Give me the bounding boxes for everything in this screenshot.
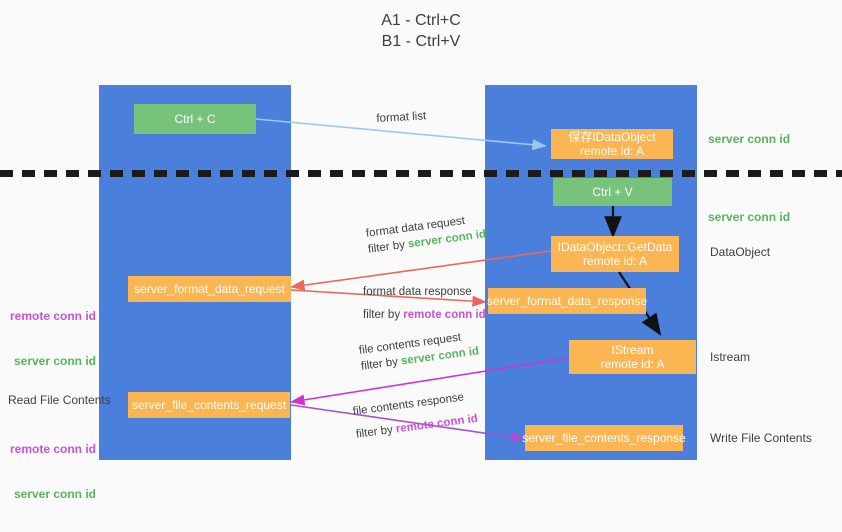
arrow-file-contents-request: [290, 357, 569, 406]
filter-prefix: filter by: [367, 238, 409, 256]
arrow-format-data-response: [290, 289, 487, 307]
box-ctrl-v[interactable]: Ctrl + V: [553, 178, 672, 206]
left-label-server-conn-id-bottom: server conn id: [13, 487, 96, 501]
filter-key-remote-conn-id: remote conn id: [403, 309, 486, 321]
right-label-server-conn-id-top: server conn id: [708, 132, 791, 146]
dashed-divider: [0, 170, 842, 177]
left-label-conn-ids-top: remote conn id server conn id: [10, 279, 96, 399]
box-save-idataobject[interactable]: 保存IDataObject remote id: A: [551, 129, 673, 159]
edge-label-format-data-response-line1: format data response: [363, 286, 472, 298]
left-label-remote-conn-id-top: remote conn id: [10, 309, 97, 323]
right-label-server-conn-id-mid: server conn id: [708, 210, 791, 224]
left-label-conn-ids-bottom: remote conn id server conn id: [10, 412, 96, 532]
left-label-remote-conn-id-bottom: remote conn id: [10, 442, 97, 456]
filter-prefix: filter by: [355, 423, 397, 441]
arrow-format-list: [255, 118, 547, 151]
left-label-read-file-contents: Read File Contents: [8, 393, 111, 407]
right-label-dataobject: DataObject: [710, 245, 771, 259]
filter-prefix: filter by: [360, 355, 402, 373]
edge-label-format-data-response-line2: filter by remote conn id: [363, 307, 486, 323]
box-server-file-contents-response[interactable]: server_file_contents_response: [522, 425, 686, 451]
page-title: A1 - Ctrl+C B1 - Ctrl+V: [381, 12, 461, 50]
arrow-layer: [255, 118, 662, 443]
left-label-server-conn-id-top: server conn id: [13, 354, 96, 368]
edge-label-format-data-response: format data response filter by remote co…: [363, 284, 486, 323]
arrow-file-contents-response: [290, 404, 526, 443]
box-server-format-data-request[interactable]: server_format_data_request: [128, 276, 291, 302]
box-istream[interactable]: IStream remote id: A: [569, 340, 696, 374]
edge-label-format-list: format list: [376, 110, 427, 125]
box-idataobject-getdata[interactable]: IDataObject::GetData remote id: A: [551, 236, 679, 272]
filter-prefix: filter by: [363, 309, 404, 321]
box-ctrl-c[interactable]: Ctrl + C: [134, 104, 256, 134]
box-server-format-data-response[interactable]: server_format_data_response: [487, 288, 647, 314]
box-server-file-contents-request[interactable]: server_file_contents_request: [128, 392, 290, 418]
arrow-format-data-request: [290, 250, 552, 291]
right-label-istream: Istream: [710, 350, 751, 364]
right-label-write-file-contents: Write File Contents: [710, 431, 812, 445]
diagram-canvas: A1 - Ctrl+C B1 - Ctrl+V A1 remote B1 con…: [0, 12, 842, 501]
